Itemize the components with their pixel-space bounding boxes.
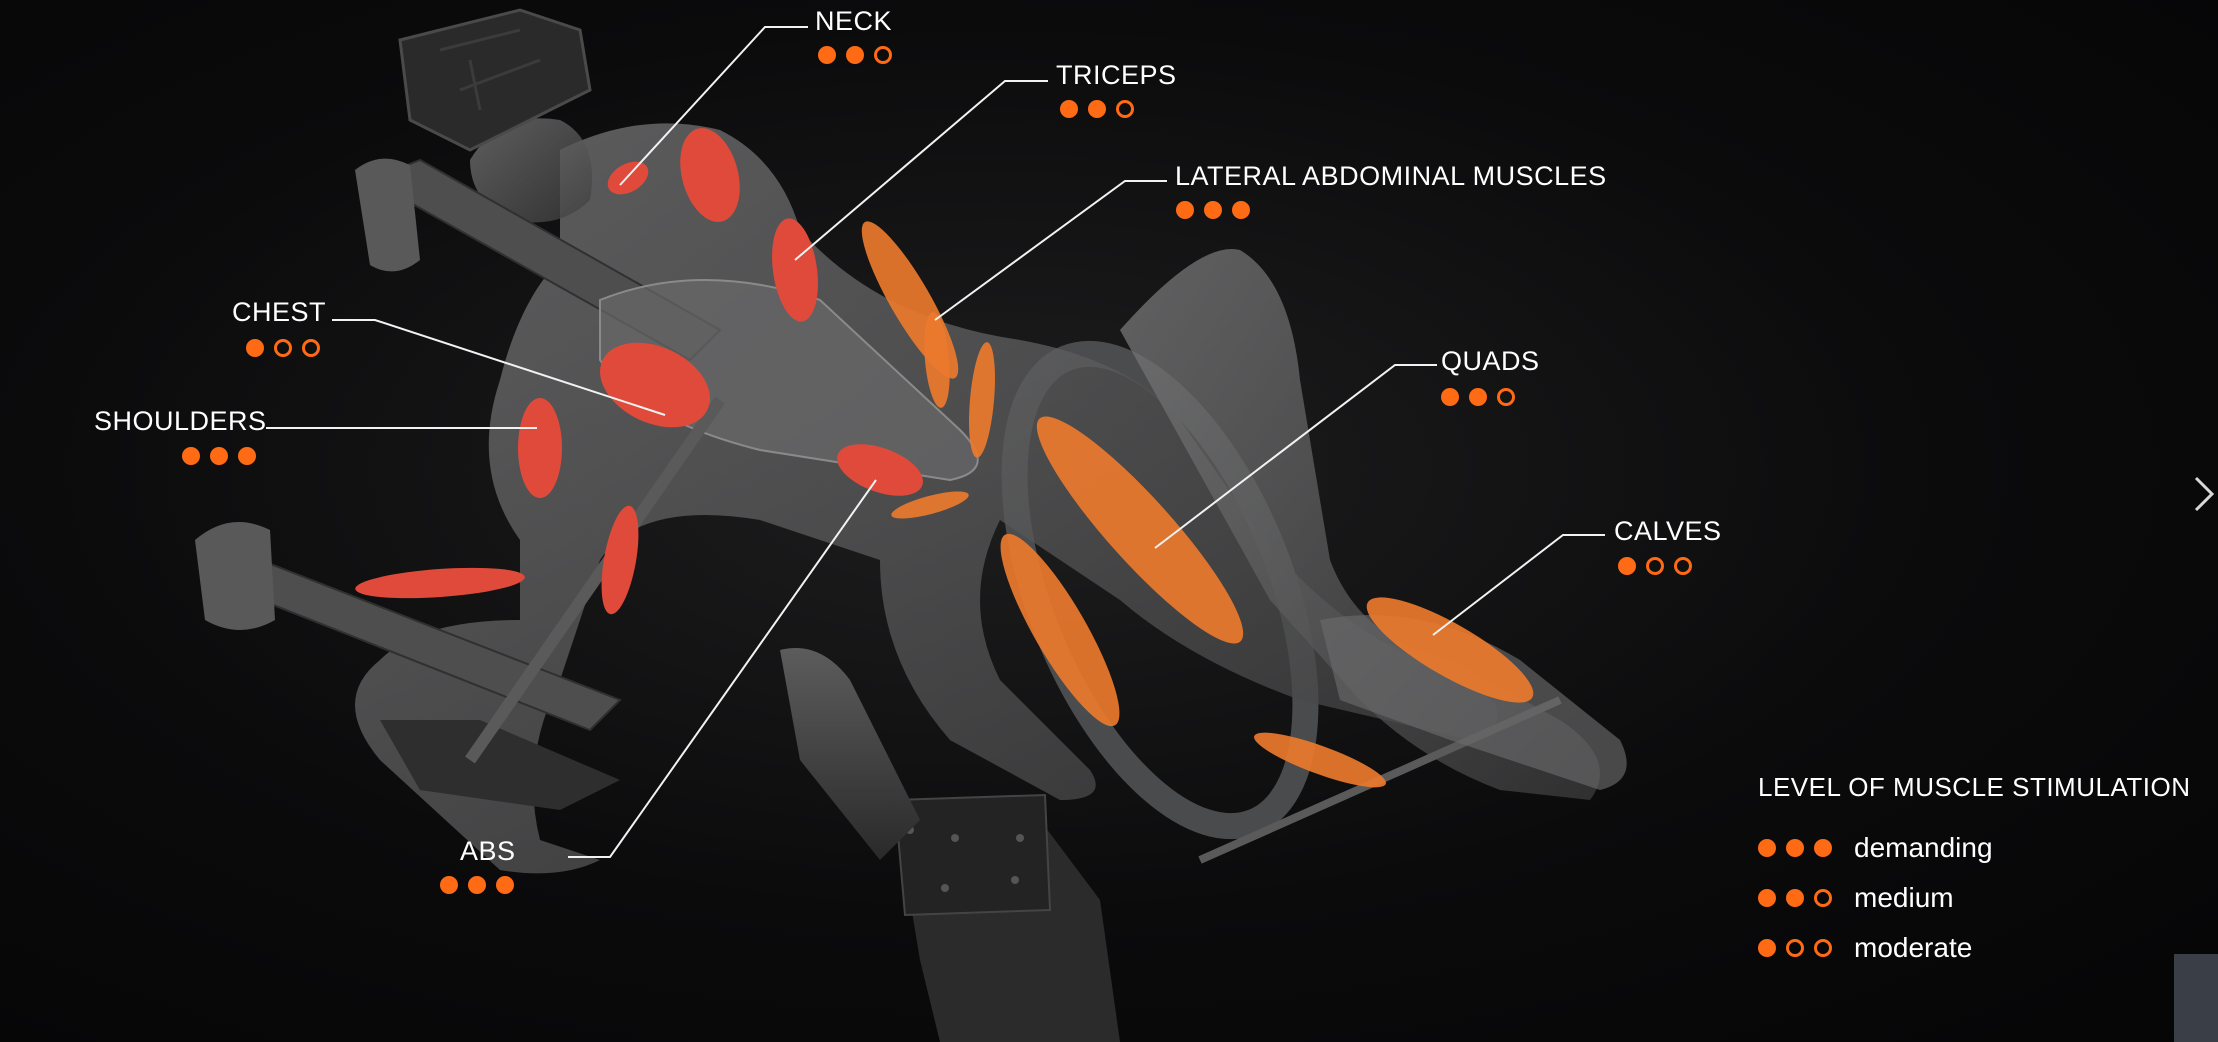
empty-dot-icon <box>302 339 320 357</box>
calves-muscle <box>1366 597 1534 703</box>
shoulders-rating <box>182 447 256 465</box>
legend-text: demanding <box>1854 832 1993 863</box>
lateral-abdominal-rating <box>1176 201 1250 219</box>
filled-dot-icon <box>1469 388 1487 406</box>
filled-dot-icon <box>1758 839 1776 857</box>
filled-dot-icon <box>1786 889 1804 907</box>
chest-leader <box>332 319 666 416</box>
neck-label: NECK <box>815 6 893 36</box>
calves-rating <box>1618 557 1692 575</box>
calves-leader <box>1432 534 1605 636</box>
support-strut <box>465 396 725 764</box>
legend-dots <box>1758 889 1832 907</box>
empty-dot-icon <box>1814 889 1832 907</box>
filled-dot-icon <box>1088 100 1106 118</box>
oblique-muscle <box>969 342 995 458</box>
legend-title: LEVEL OF MUSCLE STIMULATION <box>1758 772 2191 802</box>
neck-leader <box>619 26 808 186</box>
empty-dot-icon <box>274 339 292 357</box>
legend-text: medium <box>1854 882 1954 913</box>
filled-dot-icon <box>238 447 256 465</box>
quads-muscle <box>1036 416 1244 644</box>
filled-dot-icon <box>1758 889 1776 907</box>
filled-dot-icon <box>1814 839 1832 857</box>
triceps-rating <box>1060 100 1134 118</box>
shoulders-label: SHOULDERS <box>94 406 267 436</box>
neck-rating <box>818 46 892 64</box>
legend-dots <box>1758 839 1832 857</box>
abs-muscle <box>837 444 923 496</box>
legend-dots <box>1758 939 1832 957</box>
triceps-muscle <box>772 218 818 322</box>
shoulder-muscle <box>518 398 562 498</box>
filled-dot-icon <box>846 46 864 64</box>
lateral-abdominal-label: LATERAL ABDOMINAL MUSCLES <box>1175 161 1607 191</box>
upper-grip <box>355 158 420 272</box>
lower-grip <box>195 522 275 630</box>
knee-saddle <box>780 648 920 860</box>
abs-rating <box>440 876 514 894</box>
triceps-label: TRICEPS <box>1056 60 1177 90</box>
calf-pad <box>1320 615 1627 790</box>
empty-dot-icon <box>1814 939 1832 957</box>
filled-dot-icon <box>246 339 264 357</box>
empty-dot-icon <box>1786 939 1804 957</box>
filled-dot-icon <box>496 876 514 894</box>
filled-dot-icon <box>1060 100 1078 118</box>
filled-dot-icon <box>210 447 228 465</box>
upper-back-muscle <box>680 128 740 222</box>
hip-muscle <box>891 491 969 519</box>
empty-dot-icon <box>874 46 892 64</box>
lower-arm-muscle <box>601 505 639 615</box>
filled-dot-icon <box>1176 201 1194 219</box>
legend-item-medium: medium <box>1758 873 2218 923</box>
corner-tab[interactable] <box>2174 954 2218 1042</box>
filled-dot-icon <box>182 447 200 465</box>
quads-rating <box>1441 388 1515 406</box>
hamstring-muscle <box>1000 533 1120 727</box>
empty-dot-icon <box>1674 557 1692 575</box>
filled-dot-icon <box>1204 201 1222 219</box>
triceps-leader <box>794 80 1048 261</box>
neck-muscle <box>607 161 649 195</box>
chest-muscle <box>600 342 710 428</box>
filled-dot-icon <box>1618 557 1636 575</box>
filled-dot-icon <box>1786 839 1804 857</box>
abs-leader <box>568 479 877 858</box>
filled-dot-icon <box>1232 201 1250 219</box>
machine-base-plate <box>893 793 1052 917</box>
calves-label: CALVES <box>1614 516 1722 546</box>
lateral-leader <box>934 180 1167 321</box>
empty-dot-icon <box>1646 557 1664 575</box>
stimulation-legend: LEVEL OF MUSCLE STIMULATION demanding me… <box>1758 772 2218 973</box>
empty-dot-icon <box>1497 388 1515 406</box>
filled-dot-icon <box>1758 939 1776 957</box>
filled-dot-icon <box>818 46 836 64</box>
filled-dot-icon <box>468 876 486 894</box>
foot-platform <box>380 720 620 810</box>
rider-rear-leg <box>1120 249 1600 800</box>
side-muscle <box>924 312 950 408</box>
shin-muscle <box>1254 732 1386 788</box>
filled-dot-icon <box>1441 388 1459 406</box>
quads-label: QUADS <box>1441 346 1540 376</box>
abs-label: ABS <box>460 836 516 866</box>
filled-dot-icon <box>440 876 458 894</box>
chest-label: CHEST <box>232 297 327 327</box>
rider-head <box>470 118 592 223</box>
forearm-muscle <box>355 567 525 599</box>
empty-dot-icon <box>1116 100 1134 118</box>
chest-rating <box>246 339 320 357</box>
legend-text: moderate <box>1854 932 1973 963</box>
chevron-right-icon[interactable] <box>2190 470 2218 518</box>
legend-item-moderate: moderate <box>1758 923 2218 973</box>
quads-leader <box>1154 364 1437 549</box>
vr-headset <box>398 8 592 152</box>
legend-item-demanding: demanding <box>1758 823 2218 873</box>
